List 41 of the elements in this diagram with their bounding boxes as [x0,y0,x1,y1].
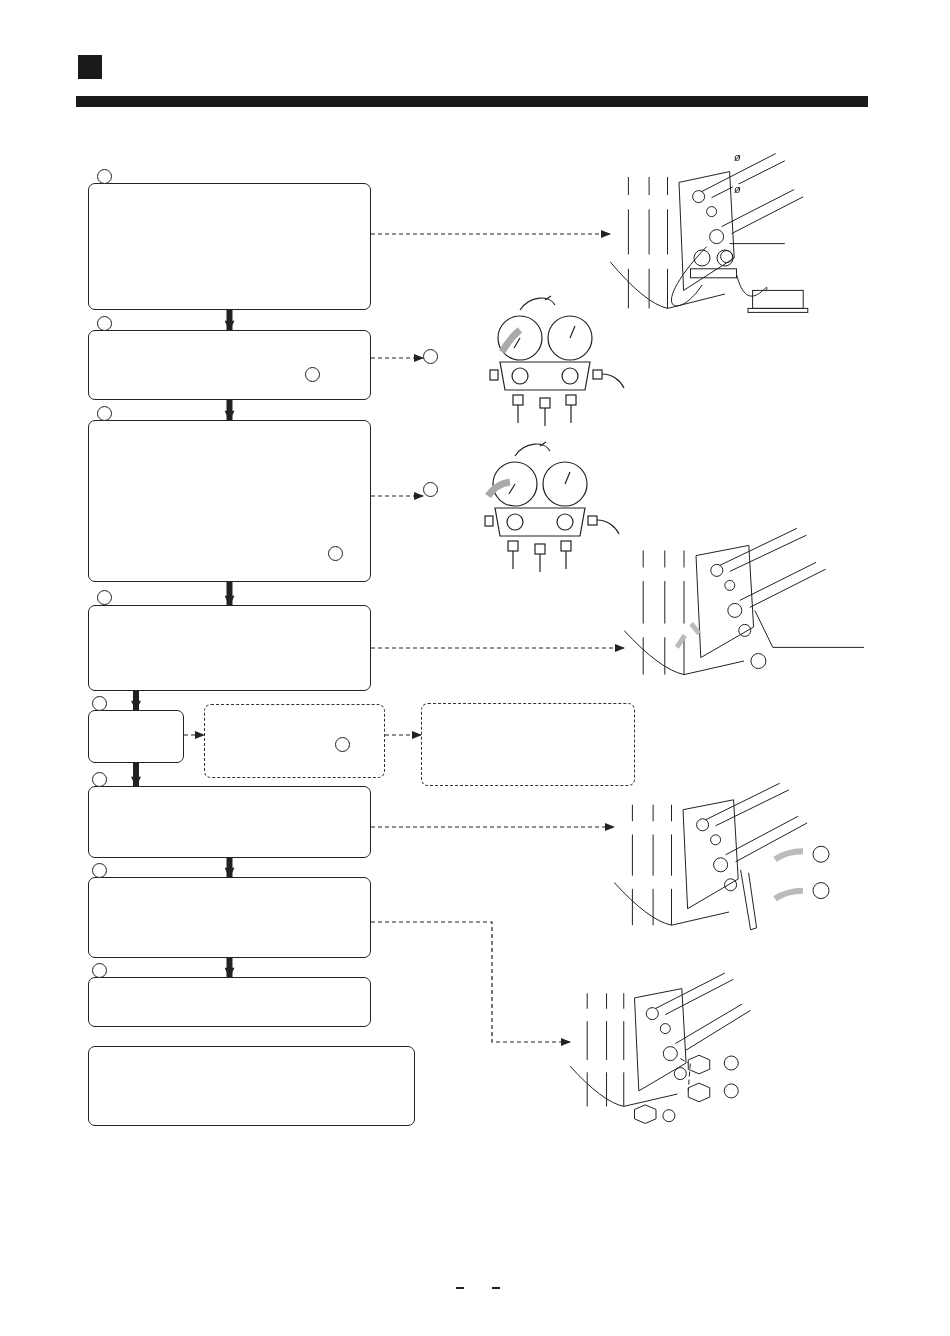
step-box [88,710,184,763]
step-circle [305,367,320,382]
step-circle [97,169,112,184]
step-circle [335,737,350,752]
step-circle [97,406,112,421]
arrow [370,921,571,1046]
step-box [88,977,371,1027]
arrow [224,400,235,421]
arrow [370,492,424,500]
step-circle [97,590,112,605]
arrow [224,858,235,878]
arrow [370,230,611,238]
arrow [224,958,235,978]
arrow [384,731,422,739]
step-circle [92,863,107,878]
step-box [88,183,371,310]
arrow [370,823,615,831]
step-circle [97,316,112,331]
step-box [88,605,371,691]
step-circle [92,963,107,978]
step-circle [92,696,107,711]
arrow [131,763,141,787]
note-box [421,703,635,786]
step-box [88,330,371,400]
note-box [204,704,385,778]
step-box [88,877,371,958]
arrow [183,731,205,739]
arrow [224,310,235,331]
arrow [224,582,235,606]
callout-circle [423,482,438,497]
callout-circle [423,349,438,364]
arrow [370,354,424,362]
diameter-symbol: ø [733,184,742,195]
step-box [88,420,371,582]
step-box [88,1046,415,1126]
step-circle [92,772,107,787]
arrow [131,691,141,711]
step-box [88,786,371,858]
step-circle [328,546,343,561]
arrow [370,644,625,652]
diameter-symbol: ø [733,152,742,163]
